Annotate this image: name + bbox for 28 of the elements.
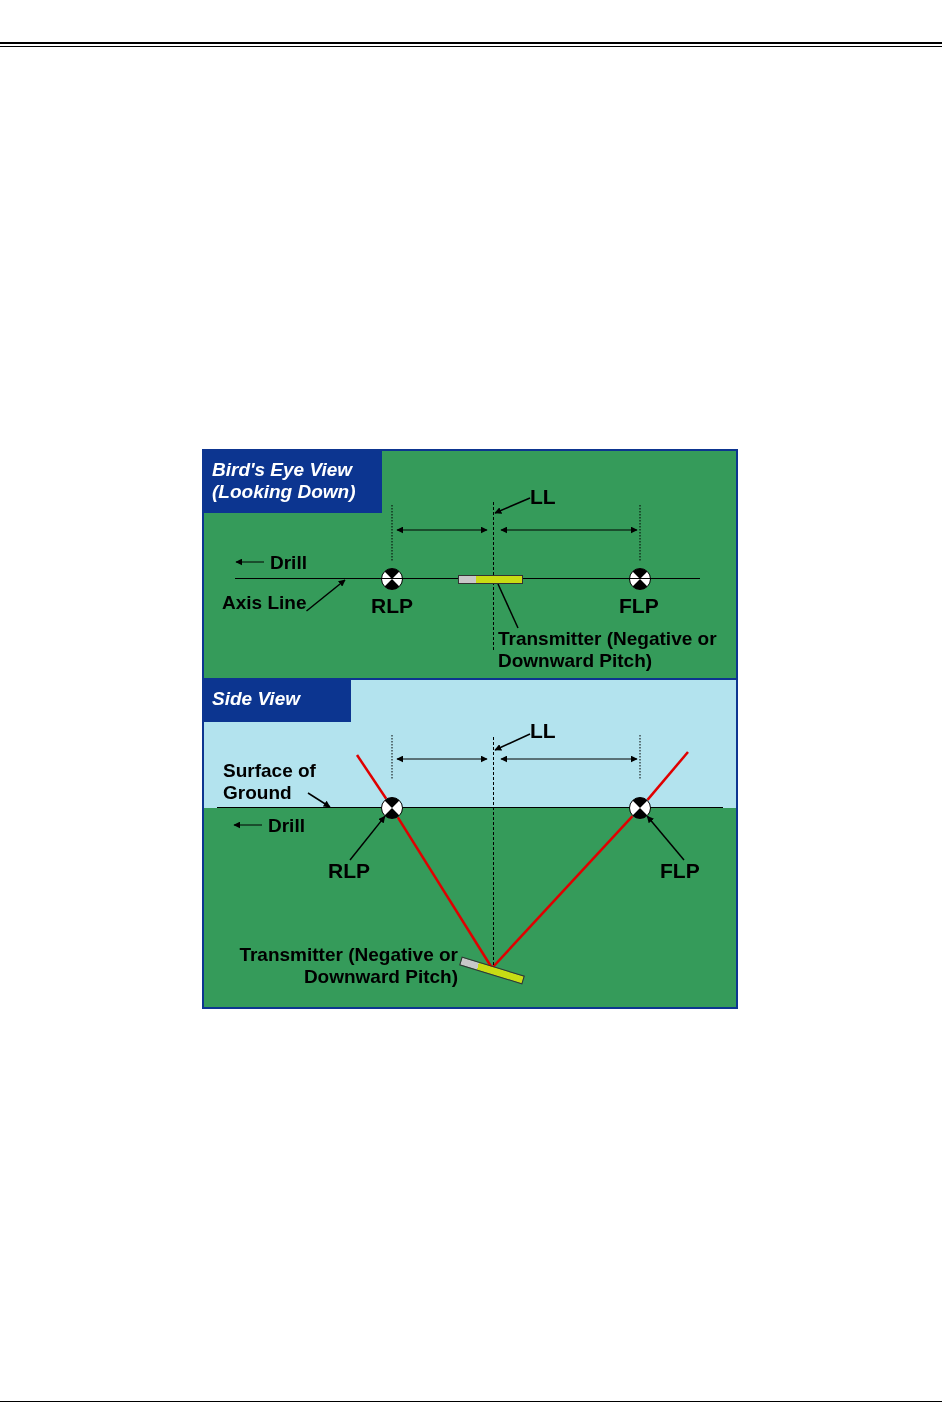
leader-line xyxy=(307,792,331,808)
leader-line xyxy=(305,579,346,612)
part-label: FLP xyxy=(619,595,659,617)
locate-point-icon xyxy=(381,797,403,819)
part-label: RLP xyxy=(371,595,413,617)
view-panel xyxy=(202,449,738,680)
field-line xyxy=(491,815,634,969)
callout-text: FLP xyxy=(660,860,700,882)
leader-line xyxy=(497,583,519,629)
callout-text: LL xyxy=(530,720,556,742)
leader-line xyxy=(349,815,386,861)
panel-heading: Bird's Eye View (Looking Down) xyxy=(204,451,382,513)
direction-label: Drill xyxy=(268,815,305,837)
locate-line xyxy=(493,737,495,965)
locate-point-icon xyxy=(629,797,651,819)
callout-text: Transmitter (Negative or Downward Pitch) xyxy=(498,628,726,672)
callout-text: Surface of Ground xyxy=(223,760,341,804)
part-label: Transmitter (Negative or Downward Pitch) xyxy=(238,944,458,988)
transmitter-bar xyxy=(458,575,523,584)
view-panel xyxy=(202,678,738,1009)
callout-text: LL xyxy=(530,486,556,508)
callout-text: RLP xyxy=(328,860,370,882)
leader-line xyxy=(494,733,531,751)
leader-line xyxy=(494,497,531,514)
leader-line xyxy=(646,815,685,861)
callout-text: Axis Line xyxy=(222,592,307,614)
direction-label: Drill xyxy=(270,552,307,574)
panel-heading: Side View xyxy=(204,680,351,722)
